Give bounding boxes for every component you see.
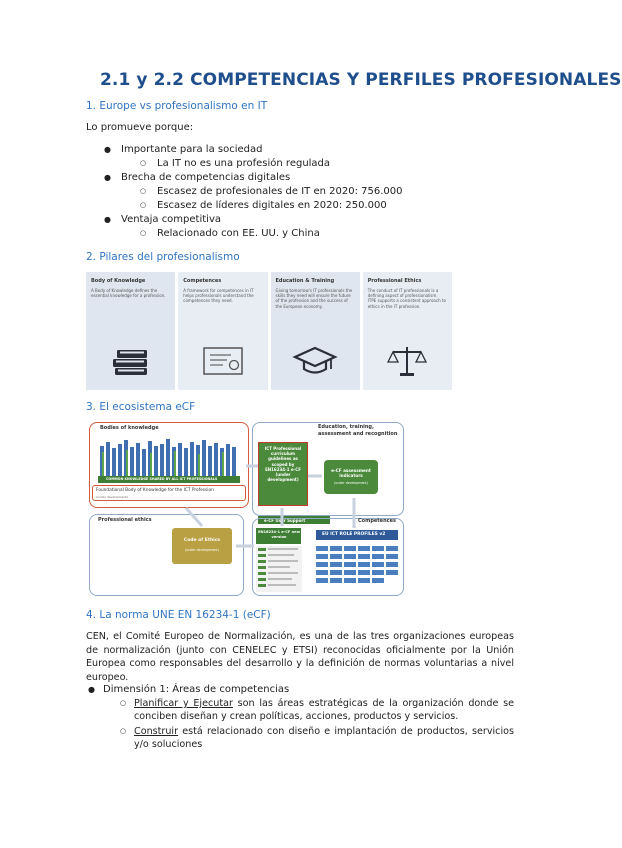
foundational-label: Foundational Body of Knowledge for the I…: [96, 488, 214, 493]
dimension-subitem: Construir está relacionado con diseño e …: [134, 725, 514, 751]
subitem-keyword: Planificar y Ejecutar: [134, 698, 233, 709]
dimension-heading: Dimensión 1: Áreas de competencias: [103, 684, 290, 695]
subitem-keyword: Construir: [134, 726, 179, 737]
books-icon: [86, 340, 175, 382]
pillar-competences: Competences A framework for competences …: [178, 272, 268, 390]
professional-ethics-box: [89, 514, 244, 596]
code-of-ethics-box: [172, 528, 232, 564]
pillar-title: Education & Training: [275, 278, 335, 284]
pillar-description: A framework for competences in IT helps …: [183, 288, 254, 304]
assessment-subtitle: (under development): [334, 481, 368, 485]
pillar-professional-ethics: Professional Ethics The conduct of IT pr…: [362, 272, 452, 390]
bodies-of-knowledge-label: Bodies of knowledge: [100, 425, 159, 431]
section-4-paragraph: CEN, el Comité Europeo de Normalización,…: [86, 631, 514, 683]
knowledge-bars-graphic: [98, 439, 240, 483]
scales-icon: [363, 340, 452, 382]
competences-label: Competences: [358, 518, 396, 524]
ecf-table-graphic: [256, 546, 302, 592]
professional-ethics-label: Professional ethics: [98, 517, 152, 523]
pillar-description: The conduct of IT professionals is a def…: [367, 288, 446, 309]
foundational-box: [92, 485, 246, 501]
education-box: [252, 422, 404, 516]
bullet-icon: ●: [88, 685, 95, 694]
assessment-box: [324, 460, 378, 494]
list-item: Ventaja competitiva: [121, 214, 221, 225]
bullet-icon: ●: [104, 145, 111, 154]
ecf-ecosystem-diagram: Bodies of knowledge: [86, 418, 407, 598]
role-profiles-box: [316, 530, 398, 540]
bullet-icon: ●: [104, 173, 111, 182]
pillar-education-training: Education & Training Giving tomorrow's I…: [270, 272, 360, 390]
section-2-heading: 2. Pilares del profesionalismo: [86, 251, 240, 263]
pillar-title: Professional Ethics: [367, 278, 422, 284]
code-of-ethics-label: Code of Ethics: [183, 538, 221, 543]
bullet-circle-icon: ○: [120, 699, 127, 707]
user-support-strip: [258, 516, 330, 524]
list-subitem: Escasez de líderes digitales en 2020: 25…: [157, 200, 387, 211]
bullet-circle-icon: ○: [140, 187, 147, 195]
dimension-subitem: Planificar y Ejecutar son las áreas estr…: [134, 697, 514, 723]
list-subitem: La IT no es una profesión regulada: [157, 158, 331, 169]
subitem-text: son las áreas estratégicas de la organiz…: [134, 698, 514, 722]
en16234-box: [256, 528, 301, 544]
list-item: Importante para la sociedad: [121, 144, 263, 155]
pillars-figure: Body of Knowledge A Body of Knowledge de…: [86, 272, 452, 390]
en16234-label: EN16234-1 e-CF new version: [258, 530, 300, 539]
section-1-intro: Lo promueve porque:: [86, 122, 194, 133]
document-page: 2.1 y 2.2 COMPETENCIAS Y PERFILES PROFES…: [86, 70, 621, 751]
list-subitem: Relacionado con EE. UU. y China: [157, 228, 320, 239]
pillar-description: A Body of Knowledge defines the essentia…: [91, 288, 166, 299]
connector-arrows: [184, 464, 356, 548]
role-profiles-label: EU ICT ROLE PROFILES v2: [322, 532, 386, 537]
bullet-icon: ●: [104, 215, 111, 224]
pillar-title: Competences: [183, 278, 222, 284]
pillar-title: Body of Knowledge: [91, 278, 146, 284]
pillar-description: Giving tomorrow's IT professionals the s…: [275, 288, 353, 309]
common-knowledge-label: COMMON KNOWLEDGE SHARED BY ALL ICT PROFE…: [106, 477, 218, 481]
bullet-circle-icon: ○: [140, 229, 147, 237]
graduation-cap-icon: [271, 340, 360, 382]
bullet-circle-icon: ○: [140, 201, 147, 209]
assessment-label: e-CF assessment indicators: [331, 468, 371, 478]
certificate-icon: [178, 340, 267, 382]
section-1-heading: 1. Europe vs profesionalismo en IT: [86, 100, 268, 112]
curriculum-box: [258, 442, 308, 506]
code-of-ethics-subtitle: (under development): [185, 548, 219, 552]
role-profiles-grid-graphic: [316, 546, 398, 583]
subitem-text: está relacionado con diseño e implantaci…: [134, 726, 514, 750]
list-item: Brecha de competencias digitales: [121, 172, 291, 183]
section-4-heading: 4. La norma UNE EN 16234-1 (eCF): [86, 609, 271, 621]
education-label: Education, training, assessment and reco…: [318, 424, 398, 437]
curriculum-label: ICT Professional curriculum guidelines a…: [264, 446, 302, 483]
bullet-circle-icon: ○: [120, 727, 127, 735]
foundational-subtitle: (under development): [96, 495, 128, 499]
pillar-body-of-knowledge: Body of Knowledge A Body of Knowledge de…: [86, 272, 176, 390]
competences-box: [252, 518, 404, 596]
page-title: 2.1 y 2.2 COMPETENCIAS Y PERFILES PROFES…: [100, 70, 622, 90]
list-subitem: Escasez de profesionales de IT en 2020: …: [157, 186, 403, 197]
section-3-heading: 3. El ecosistema eCF: [86, 401, 196, 413]
bullet-circle-icon: ○: [140, 159, 147, 167]
user-support-label: e-CF User Support: [264, 518, 306, 523]
